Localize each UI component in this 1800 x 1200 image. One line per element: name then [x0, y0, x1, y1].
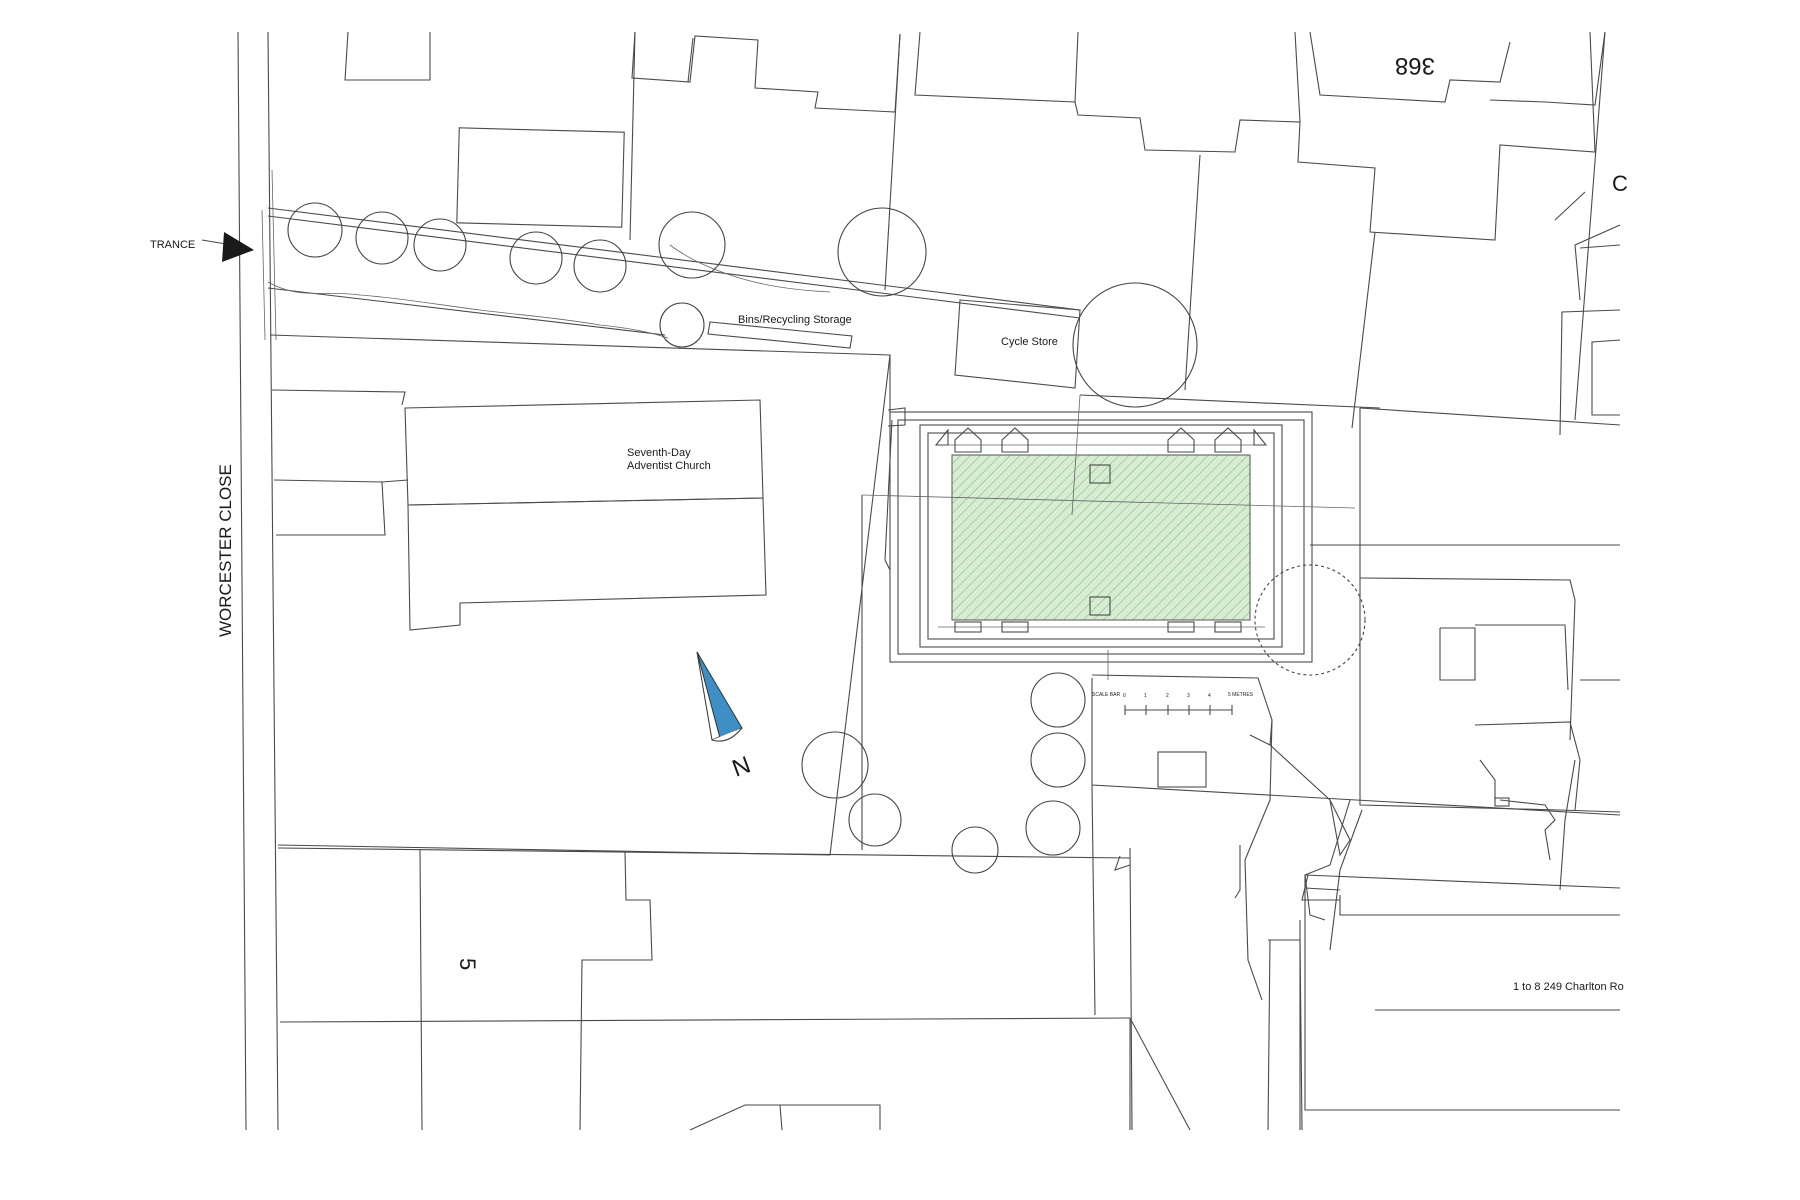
neighbouring-properties-right — [1310, 408, 1621, 891]
tree — [355, 211, 409, 265]
tree — [413, 218, 467, 272]
worcester-close-road — [237, 31, 279, 1131]
church-label-line1: Seventh-Day — [627, 447, 691, 459]
tree — [659, 302, 705, 348]
tree — [1072, 282, 1198, 408]
address-label: 1 to 8 249 Charlton Ro — [1513, 981, 1624, 993]
partial-label: C — [1612, 171, 1628, 196]
tree — [1030, 672, 1086, 728]
tree — [848, 793, 902, 847]
house-number-top: 368 — [1395, 52, 1435, 79]
cycle-store — [954, 299, 1081, 389]
tree — [509, 231, 563, 285]
house-number-left: 5 — [455, 958, 480, 970]
north-label: N — [729, 751, 755, 782]
scale-bar-label: SCALE BAR — [1092, 692, 1120, 698]
tree — [658, 211, 726, 279]
neighbouring-properties-bottom — [277, 674, 1621, 1131]
tree — [951, 826, 999, 874]
scale-tick-label: 0 — [1123, 693, 1126, 699]
neighbouring-properties-top — [344, 31, 1621, 436]
roof-dormers — [934, 427, 1268, 633]
tree — [801, 731, 869, 799]
church-building — [381, 399, 767, 631]
tree — [573, 239, 627, 293]
site-boundary — [861, 355, 1621, 850]
bins-recycling-label: Bins/Recycling Storage — [738, 314, 852, 326]
tree — [1025, 800, 1081, 856]
tree — [287, 202, 343, 258]
tree — [1254, 564, 1366, 676]
north-arrow-icon: N — [696, 651, 755, 783]
bins-recycling-storage — [707, 321, 853, 349]
cycle-store-label: Cycle Store — [1001, 336, 1058, 348]
green-roof — [951, 454, 1251, 621]
street-name-label: WORCESTER CLOSE — [216, 464, 235, 637]
scale-tick-label: 4 — [1208, 693, 1211, 699]
entrance-label: TRANCE — [150, 239, 195, 251]
scale-bar: SCALE BAR 5 METRES 0 1 2 3 4 — [1092, 692, 1254, 715]
church-label-line2: Adventist Church — [627, 460, 711, 472]
trees — [287, 202, 1366, 874]
scale-tick-label: 1 — [1144, 693, 1147, 699]
scale-tick-label: 2 — [1166, 693, 1169, 699]
scale-tick-label: 3 — [1187, 693, 1190, 699]
access-path — [261, 169, 1081, 341]
entrance-arrow-icon — [201, 232, 254, 262]
tree — [1030, 732, 1086, 788]
church-plot — [269, 334, 891, 856]
scale-bar-unit: 5 METRES — [1228, 692, 1254, 698]
new-building-outline — [889, 411, 1313, 663]
tree — [837, 207, 927, 297]
